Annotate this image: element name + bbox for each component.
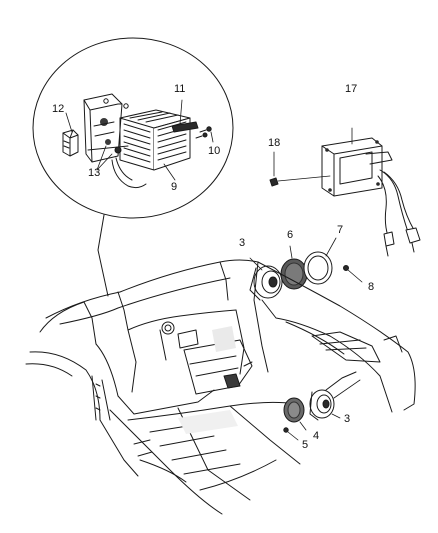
- callout-18: 18: [268, 137, 281, 149]
- speaker-grille-6: [280, 245, 308, 290]
- mounting-plate: [83, 93, 129, 163]
- callout-12: 12: [52, 103, 65, 115]
- callout-13: 13: [88, 167, 101, 179]
- module-17: [321, 127, 421, 257]
- callout-7: 7: [337, 224, 344, 236]
- bracket-12: [62, 129, 79, 157]
- amplifier-9: [119, 109, 191, 171]
- callout-11: 10: [208, 145, 221, 157]
- callout-10: 11: [174, 83, 186, 95]
- bracket-10: [171, 121, 199, 133]
- screw-5: [283, 427, 299, 441]
- callout-17: 17: [345, 83, 358, 95]
- callout-3-upper: 3: [239, 237, 246, 249]
- screw-11: [195, 126, 212, 139]
- screw-8: [343, 265, 363, 283]
- car-interior: [25, 259, 416, 515]
- detail-circle: [32, 37, 234, 219]
- inset-leaders: [65, 99, 214, 181]
- callout-9: 9: [171, 181, 178, 193]
- nut-13: [111, 146, 147, 189]
- speaker-gasket-7: [303, 237, 337, 285]
- callout-6: 6: [287, 229, 294, 241]
- amplifier-detail-inset: [32, 37, 234, 297]
- speaker-3-lower: [309, 371, 361, 421]
- callout-3-lower: 3: [344, 413, 351, 425]
- callout-5: 5: [302, 439, 309, 451]
- callout-8: 8: [368, 281, 375, 293]
- screw-18: [269, 151, 331, 187]
- callout-4: 4: [313, 430, 320, 442]
- detail-leader-line: [97, 214, 109, 297]
- speaker-3-upper: [249, 257, 283, 301]
- grille-4: [283, 397, 307, 431]
